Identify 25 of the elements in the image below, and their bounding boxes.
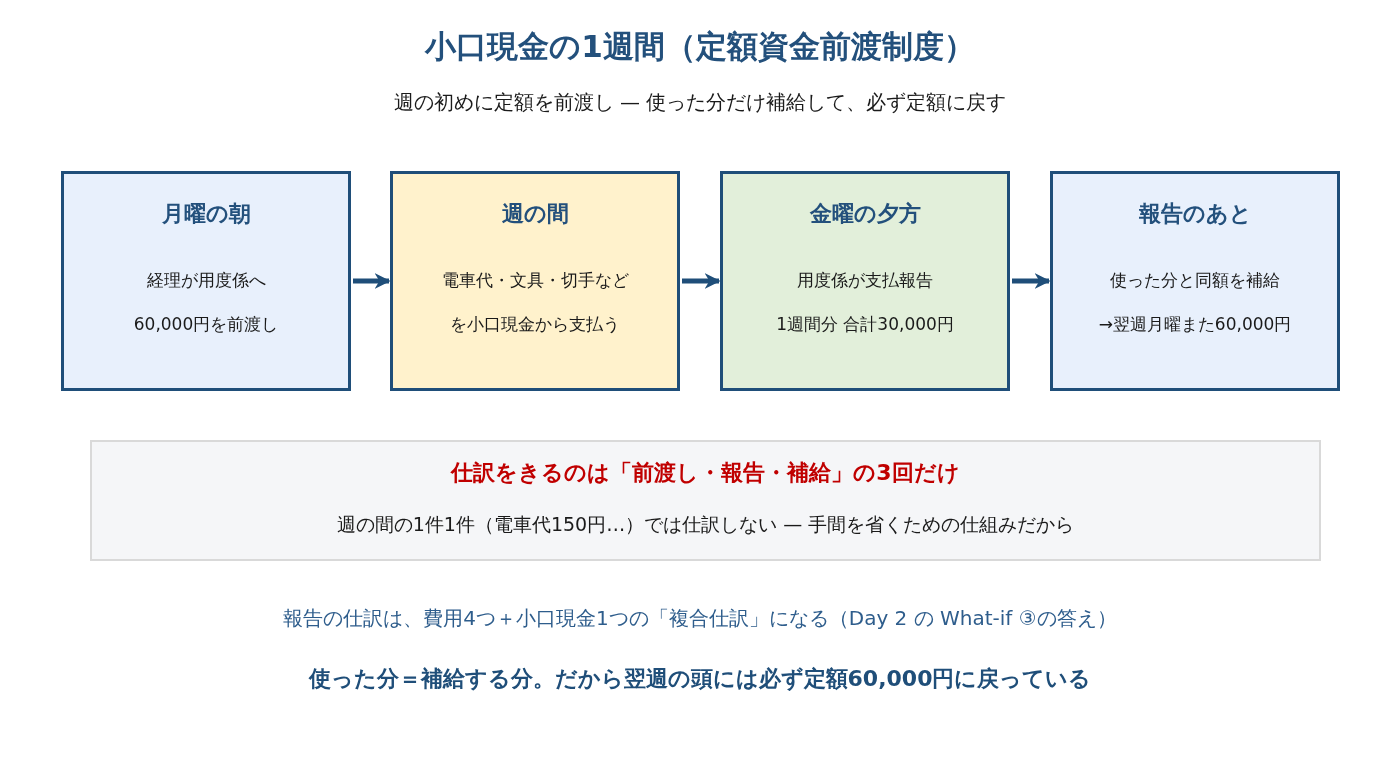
step-text: 経理が用度係へ bbox=[146, 269, 266, 292]
step-text: 使った分と同額を補給 bbox=[1110, 269, 1280, 292]
step-text: 電車代・文具・切手などを小口現金から支払う bbox=[440, 269, 630, 336]
arrow bbox=[682, 273, 721, 289]
step-box bbox=[61, 171, 351, 391]
step-text: 用度係が支払報告 bbox=[797, 269, 933, 292]
step-text: →翌週月曜また60,000円 bbox=[1098, 313, 1292, 336]
note-line: 報告の仕訳は、費用4つ＋小口現金1つの「複合仕訳」になる（Day 2 の What-if ③の答え） bbox=[282, 605, 1118, 632]
step-heading: 月曜の朝 bbox=[161, 200, 251, 228]
step-heading: 週の間 bbox=[501, 200, 569, 228]
step-heading: 報告のあと bbox=[1138, 200, 1252, 228]
step-text: 1週間分 合計30,000円 bbox=[776, 313, 954, 336]
step-text: 60,000円を前渡し bbox=[133, 313, 279, 336]
note-panel bbox=[90, 440, 1321, 561]
arrow bbox=[1012, 273, 1051, 289]
step-box bbox=[390, 171, 680, 391]
step-heading: 金曜の夕方 bbox=[809, 200, 921, 228]
note-text: 週の間の1件1件（電車代150円…）では仕訳しない — 手間を省くための仕組みだから bbox=[336, 512, 1075, 537]
summary-line: 使った分＝補給する分。だから翌週の頭には必ず定額60,000円に戻っている bbox=[307, 665, 1093, 693]
step-box bbox=[1050, 171, 1340, 391]
note-heading: 仕訳をきるのは「前渡し・報告・補給」の3回だけ bbox=[451, 459, 960, 487]
step-box bbox=[720, 171, 1010, 391]
arrow bbox=[353, 273, 391, 289]
diagram-title: 小口現金の1週間（定額資金前渡制度） bbox=[423, 27, 976, 66]
subtitle: 週の初めに定額を前渡し — 使った分だけ補給して、必ず定額に戻す bbox=[392, 89, 1008, 116]
